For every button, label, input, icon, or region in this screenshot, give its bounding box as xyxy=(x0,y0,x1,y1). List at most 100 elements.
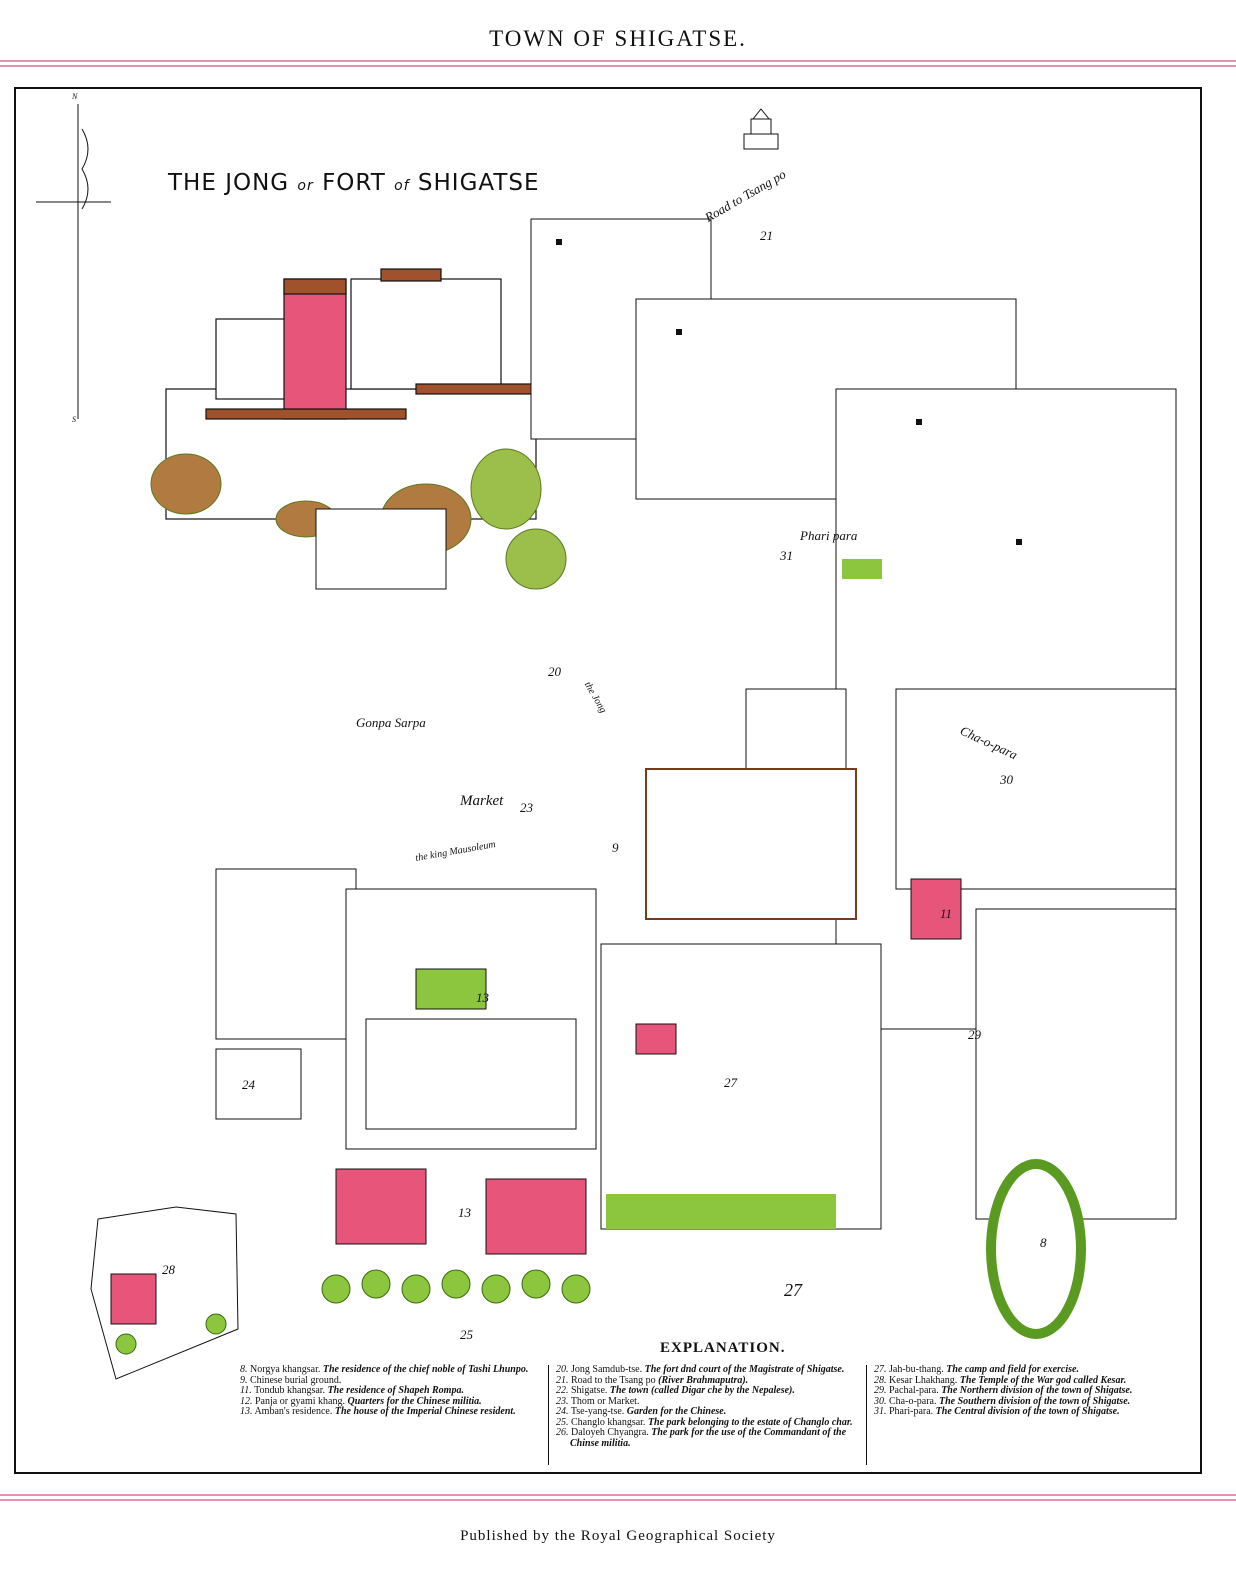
label-13: 13 xyxy=(476,990,489,1005)
explanation-num: 24. xyxy=(556,1406,569,1417)
explanation-name: Pachal-para. xyxy=(889,1385,939,1396)
explanation-name: Thom or Market. xyxy=(570,1395,640,1407)
top-rule xyxy=(0,60,1236,62)
explanation-item: 28. Kesar Lhakhang. The Temple of the Wa… xyxy=(874,1374,1174,1387)
explanation-item: 24. Tse-yang-tse. Garden for the Chinese… xyxy=(556,1406,861,1418)
town-windows xyxy=(556,239,1022,545)
explanation-desc: Garden for the Chinese. xyxy=(626,1406,727,1417)
explanation-desc: (River Brahmaputra). xyxy=(658,1374,749,1386)
publisher-credit: Published by the Royal Geographical Soci… xyxy=(460,1528,776,1544)
explanation-item: 20. Jong Samdub-tse. The fort dnd court … xyxy=(556,1364,861,1376)
explanation-num: 11. xyxy=(240,1385,252,1396)
explanation-item: 21. Road to the Tsang po (River Brahmapu… xyxy=(556,1374,861,1387)
explanation-desc: The house of the Imperial Chinese reside… xyxy=(334,1406,516,1417)
parade-ground xyxy=(600,943,882,1230)
explanation-name: Chinese burial ground. xyxy=(250,1374,342,1386)
explanation-name: Norgya khangsar. xyxy=(250,1364,321,1375)
inset-title-2: FORT xyxy=(322,170,386,196)
amban-compound xyxy=(215,888,597,1255)
explanation-item: 13. Amban's residence. The house of the … xyxy=(240,1406,543,1418)
explanation-num: 22. xyxy=(556,1385,569,1396)
explanation-item: 9. Chinese burial ground. xyxy=(240,1374,543,1387)
explanation-desc: The residence of Shapeh Rompa. xyxy=(327,1385,464,1396)
explanation-name: Jong Samdub-tse. xyxy=(571,1364,643,1375)
explanation-name: Panja or gyami khang. xyxy=(255,1395,345,1407)
explanation-num: 26. xyxy=(556,1427,569,1438)
explanation-num: 12. xyxy=(240,1395,253,1407)
explanation-desc: The camp and field for exercise. xyxy=(946,1364,1079,1375)
divider xyxy=(866,1365,867,1465)
explanation-desc: The Southern division of the town of Shi… xyxy=(938,1395,1131,1407)
explanation-name: Amban's residence. xyxy=(254,1406,333,1417)
label-23: 23 xyxy=(520,800,533,815)
explanation-item: 23. Thom or Market. xyxy=(556,1395,861,1408)
explanation-desc: The park belonging to the estate of Chan… xyxy=(647,1416,853,1428)
top-rule-2 xyxy=(0,65,1236,67)
explanation-name: Cha-o-para. xyxy=(889,1395,937,1407)
stupa-icon xyxy=(743,108,779,150)
inset-title: THE JONG or FORT of SHIGATSE xyxy=(168,170,540,196)
label-phari: Phari para xyxy=(800,528,858,543)
explanation-num: 23. xyxy=(556,1395,569,1407)
label-gonpa: Gonpa Sarpa xyxy=(356,715,426,730)
bottom-rule-2 xyxy=(0,1499,1236,1501)
explanation-desc: The park for the use of the Commandant o… xyxy=(570,1427,847,1449)
bottom-rule xyxy=(0,1494,1236,1496)
explanation-num: 25. xyxy=(556,1416,569,1428)
explanation-num: 28. xyxy=(874,1374,887,1386)
explanation-num: 27. xyxy=(874,1364,887,1375)
label-30: 30 xyxy=(1000,772,1013,787)
explanation-num: 21. xyxy=(556,1374,569,1386)
explanation-item: 27. Jah-bu-thang. The camp and field for… xyxy=(874,1364,1174,1376)
explanation-item: 26. Daloyeh Chyangra. The park for the u… xyxy=(556,1427,861,1449)
explanation-item: 11. Tondub khangsar. The residence of Sh… xyxy=(240,1385,543,1397)
label-29: 29 xyxy=(968,1027,981,1042)
explanation-item: 12. Panja or gyami khang. Quarters for t… xyxy=(240,1395,543,1408)
explanation-item: 29. Pachal-para. The Northern division o… xyxy=(874,1385,1174,1397)
explanation-name: Kesar Lhakhang. xyxy=(889,1374,958,1386)
label-24: 24 xyxy=(242,1077,255,1092)
explanation-item: 25. Changlo khangsar. The park belonging… xyxy=(556,1416,861,1429)
inset-title-1: THE JONG xyxy=(168,170,290,196)
label-28: 28 xyxy=(162,1262,175,1277)
explanation-item: 31. Phari-para. The Central division of … xyxy=(874,1406,1174,1418)
temple-building xyxy=(910,878,962,940)
map-title: TOWN OF SHIGATSE. xyxy=(489,26,747,51)
explanation-desc: The Central division of the town of Shig… xyxy=(935,1406,1120,1417)
explanation-item: 30. Cha-o-para. The Southern division of… xyxy=(874,1395,1174,1408)
explanation-name: Tse-yang-tse. xyxy=(570,1406,625,1417)
town-buildings xyxy=(215,218,1177,1220)
label-11: 11 xyxy=(940,906,953,921)
explanation-desc: The residence of the chief noble of Tash… xyxy=(322,1364,529,1375)
explanation-num: 31. xyxy=(874,1406,887,1417)
explanation-desc: The fort dnd court of the Magistrate of … xyxy=(644,1364,845,1375)
divider xyxy=(548,1365,549,1465)
explanation-column-2: 20. Jong Samdub-tse. The fort dnd court … xyxy=(556,1364,861,1449)
explanation-num: 13. xyxy=(240,1406,253,1417)
explanation-num: 8. xyxy=(240,1364,248,1375)
explanation-num: 20. xyxy=(556,1364,569,1375)
label-20: 20 xyxy=(548,664,561,679)
label-27b: 27 xyxy=(784,1280,802,1300)
label-market: Market xyxy=(460,793,504,809)
explanation-name: Tondub khangsar. xyxy=(254,1385,326,1396)
explanation-desc: Quarters for the Chinese militia. xyxy=(347,1395,482,1407)
label-13b: 13 xyxy=(458,1205,471,1220)
explanation-name: Phari-para. xyxy=(889,1406,934,1417)
compass-south: S xyxy=(72,415,76,424)
explanation-name: Jah-bu-thang. xyxy=(889,1364,944,1375)
explanation-num: 9. xyxy=(240,1374,248,1386)
label-21: 21 xyxy=(760,228,773,243)
label-31: 31 xyxy=(780,548,793,563)
label-27: 27 xyxy=(724,1075,737,1090)
oval-park xyxy=(986,1159,1086,1339)
tree-row xyxy=(115,1269,591,1355)
explanation-item: 8. Norgya khangsar. The residence of the… xyxy=(240,1364,543,1376)
explanation-desc: The town (called Digar che by the Nepale… xyxy=(609,1385,795,1396)
label-8: 8 xyxy=(1040,1235,1047,1250)
explanation-desc: The Northern division of the town of Shi… xyxy=(941,1385,1133,1396)
explanation-heading: EXPLANATION. xyxy=(660,1340,786,1356)
inset-title-of: of xyxy=(394,178,410,194)
inset-title-3: SHIGATSE xyxy=(417,170,540,196)
explanation-item: 22. Shigatse. The town (called Digar che… xyxy=(556,1385,861,1397)
